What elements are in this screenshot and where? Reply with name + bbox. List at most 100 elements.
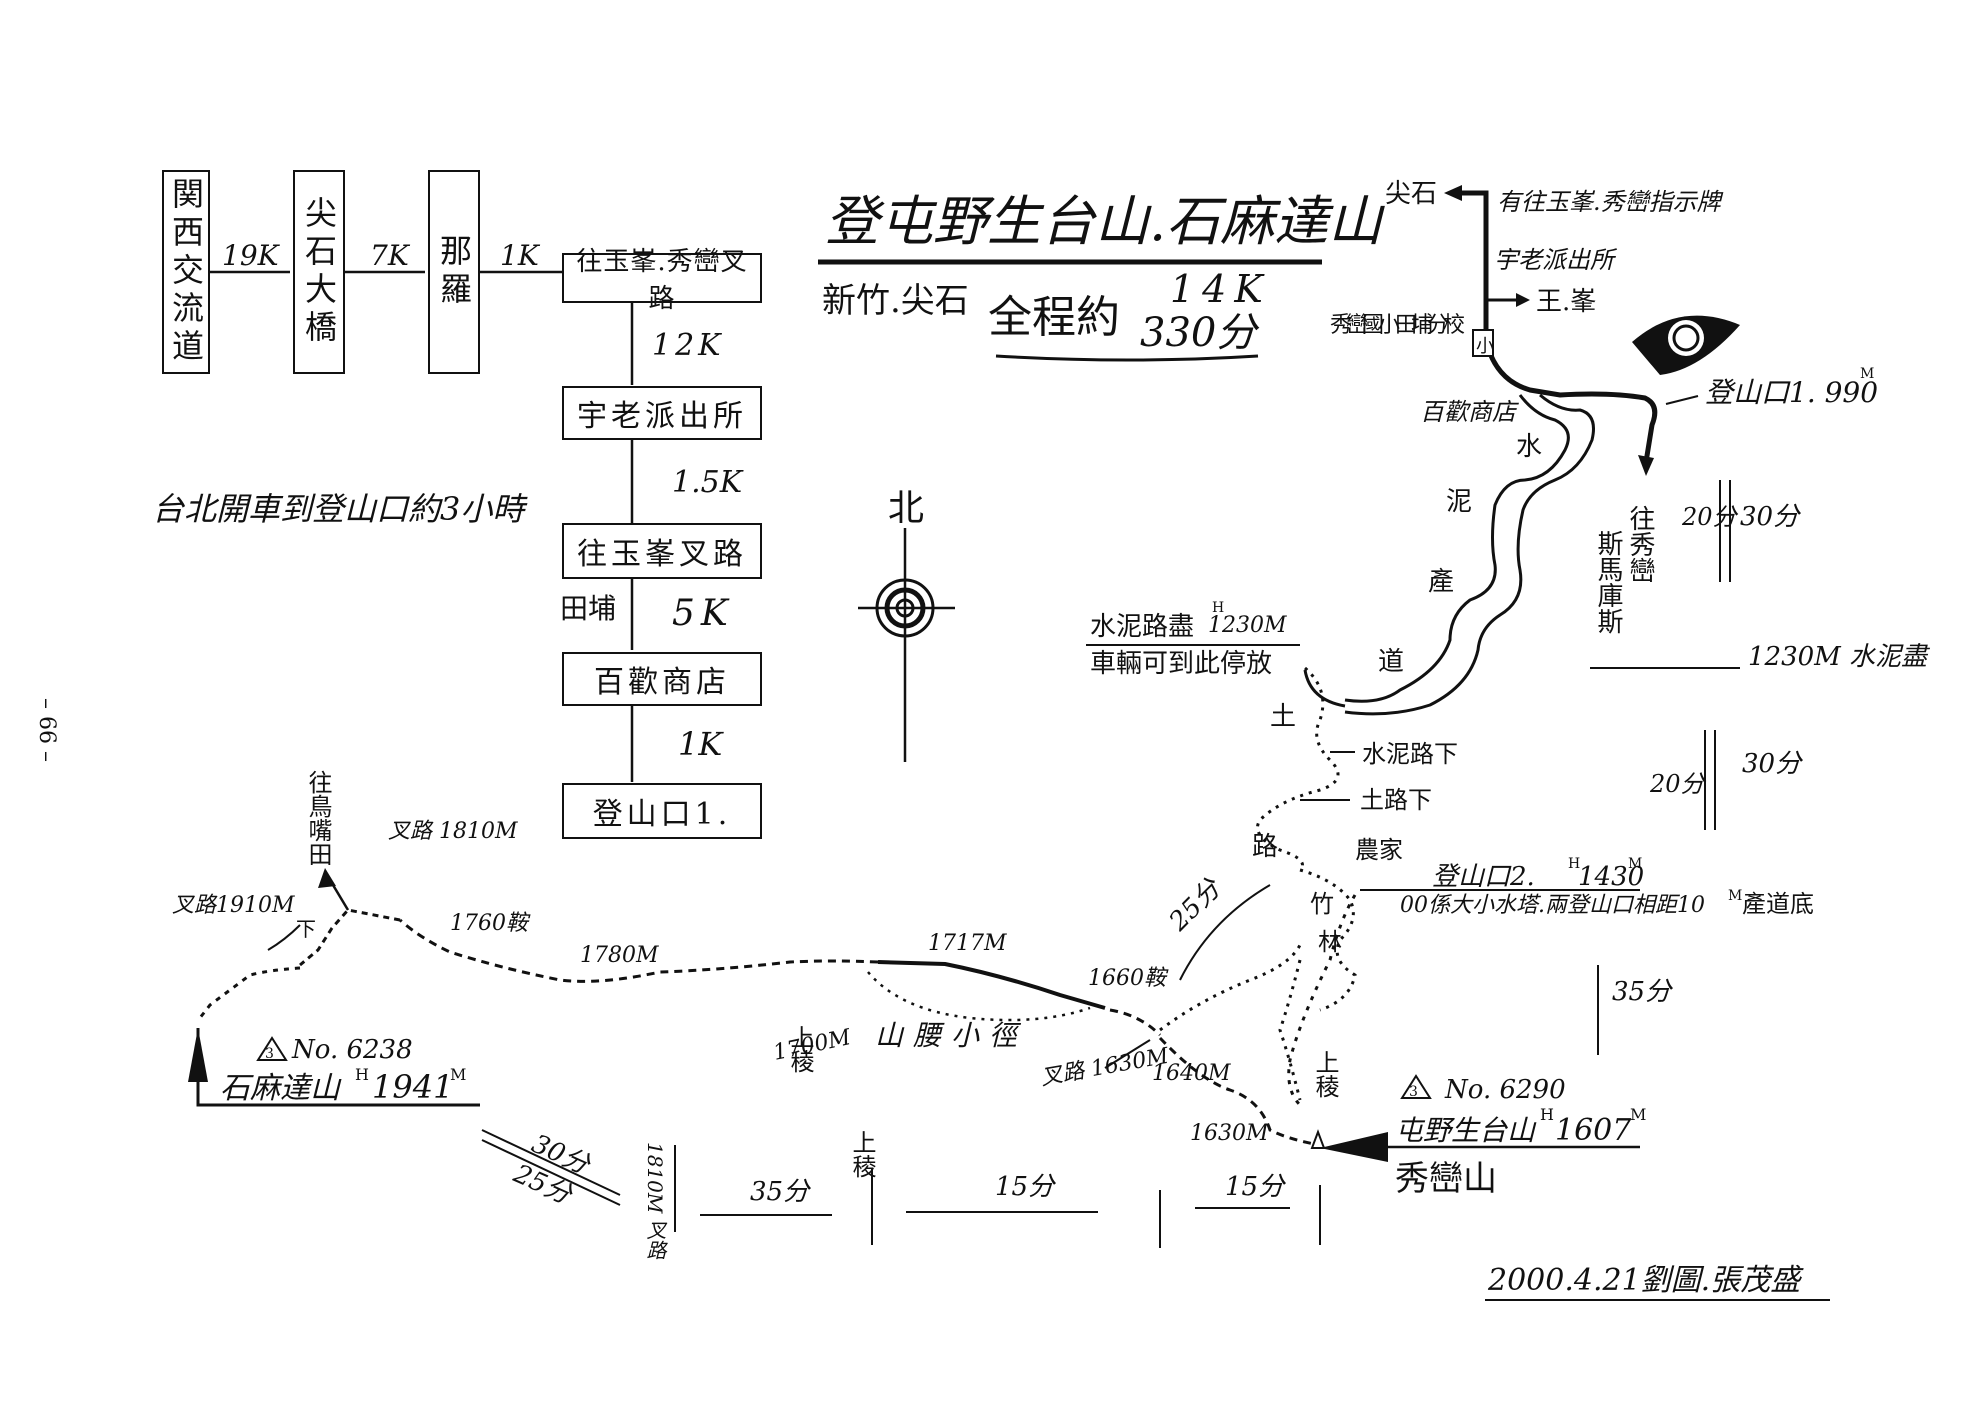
inset-cement-char: 產: [1428, 567, 1454, 597]
to-niaozuitian-label: 往鳥嘴田: [304, 770, 332, 866]
alt-1630-label: 1630M: [1190, 1121, 1269, 1146]
inset-to-yufeng: 王.峯: [1536, 287, 1596, 317]
trail-time-25: 25分: [1163, 873, 1228, 938]
distance-side-label: 田埔: [560, 592, 616, 625]
route-box-label: 那羅: [435, 234, 473, 310]
distance-label: 1.5K: [672, 465, 744, 500]
distance-label: 12K: [652, 328, 725, 363]
summit-b-triangle: [1310, 1129, 1326, 1149]
inset-time-down-1: 30分: [1740, 502, 1801, 532]
route-box-label: 百歡商店: [594, 665, 730, 700]
total-time: 330分: [1140, 310, 1259, 356]
transit-note: 台北開車到登山口約3小時: [152, 490, 528, 528]
peak-1717-label: 1717M: [928, 931, 1007, 956]
signature: 2000.4.21劉圖.張茂盛: [1487, 1263, 1804, 1298]
north-label: 北: [888, 488, 924, 529]
summit-b-alias: 秀巒山: [1395, 1159, 1497, 1199]
origin-label: 新竹.尖石: [822, 281, 969, 321]
route-box-label: 宇老派出所: [577, 399, 747, 434]
trailhead2-alt: 1430: [1578, 862, 1644, 892]
summit-a-number: No. 6238: [291, 1035, 413, 1065]
timeline: [481, 1129, 1321, 1248]
inset-sign: 有往玉峯.秀巒指示牌: [1497, 188, 1724, 216]
alt-1780-label: 1780M: [580, 943, 659, 968]
compass-rose: [858, 528, 955, 762]
total-distance: 14K: [1170, 267, 1271, 311]
inset-to-jianshi: 尖石: [1385, 179, 1437, 209]
timeline-ridge-up: 上稜: [848, 1130, 876, 1178]
route-box-label: 往玉峯叉路: [577, 537, 747, 572]
trail-time-down-2: 30分: [1742, 749, 1803, 779]
road-char: 路: [1252, 832, 1278, 862]
timeline-35: 35分: [750, 1177, 811, 1207]
map-title: 登屯野生台山.石麻達山: [825, 190, 1385, 253]
fork-1910-label: 叉路1910M: [172, 893, 295, 918]
route-box-yufeng-junction: 往玉峯叉路: [562, 523, 762, 579]
summit-b-flag: [1320, 1132, 1388, 1162]
trailhead2-alt-sup: H: [1568, 856, 1580, 872]
summit-a-alt-sup: H: [355, 1065, 369, 1084]
alt-1640-label: 1640M: [1152, 1061, 1231, 1086]
route-box-label: 関西交流道: [167, 177, 205, 367]
route-box-label: 往玉峯.秀巒叉路: [576, 247, 748, 314]
inset-school-mark: 小: [1476, 336, 1494, 357]
route-box-naluo: 那羅: [428, 170, 480, 374]
route-box-baihuan-shop: 百歡商店: [562, 652, 762, 706]
dirt-char: 土: [1270, 702, 1296, 732]
distance-label: 1K: [678, 725, 724, 763]
summit-b-alt-sup: H: [1540, 1105, 1554, 1124]
water-tower-unit: M: [1728, 888, 1742, 904]
route-box-label: 尖石大橋: [300, 196, 338, 348]
summit-a-name: 石麻達山: [220, 1071, 342, 1106]
route-box-label: 登山口1.: [592, 797, 732, 832]
inset-police: 宇老派出所: [1494, 246, 1618, 274]
timeline-15b: 15分: [1225, 1172, 1286, 1202]
saddle-1660-label: 1660鞍: [1088, 966, 1169, 991]
trailhead2-alt-unit: M: [1628, 856, 1642, 872]
route-box-yulao-police: 宇老派出所: [562, 386, 762, 440]
distance-label: 5K: [672, 593, 734, 634]
trail-time-35: 35分: [1612, 977, 1673, 1007]
inset-shop: 百歡商店: [1420, 398, 1519, 426]
inset-smangus: 斯馬庫斯: [1593, 530, 1623, 634]
route-box-yufeng-fork: 往玉峯.秀巒叉路: [562, 247, 762, 314]
trail-paths: [196, 666, 1357, 1147]
summit-b-name: 屯野生台山: [1395, 1114, 1537, 1147]
summit-a-flag: [188, 1028, 208, 1082]
inset-cement-end: 1230M 水泥盡: [1748, 642, 1931, 672]
down-char: 下: [296, 917, 316, 941]
inset-cement-char: 水: [1516, 432, 1542, 462]
timeline-fork-1810: 1810M 叉路: [643, 1142, 667, 1260]
route-box-jianshi-bridge: 尖石大橋: [293, 170, 345, 374]
inset-school: 秀巒國小 田埔分校: [1330, 313, 1465, 338]
waist-path-label: 山腰小徑: [875, 1019, 1027, 1052]
distance-label: 19K: [222, 239, 281, 272]
trailhead2-label: 登山口2.: [1432, 862, 1535, 892]
inset-time-up-1: 20分: [1681, 503, 1739, 531]
timeline-15a: 15分: [995, 1172, 1056, 1202]
ridge-up-label: 上稜: [786, 1025, 814, 1073]
saddle-1760-label: 1760鞍: [450, 911, 531, 936]
cement-down-label: 水泥路下: [1362, 740, 1458, 768]
inset-map: [1344, 185, 1740, 716]
vehicle-note: 車輛可到此停放: [1090, 649, 1272, 679]
bamboo-char: 竹: [1310, 890, 1334, 918]
inset-cement-char: 道: [1378, 647, 1404, 677]
ridge-up-label: 上稜: [1311, 1050, 1339, 1098]
page-number: – 66 –: [34, 698, 59, 762]
dirt-down-label: 土路下: [1360, 786, 1432, 814]
inset-to-xiuluan: 往秀巒: [1625, 505, 1655, 583]
cement-end-alt-sup: H: [1212, 600, 1224, 616]
distance-label: 1K: [500, 239, 541, 272]
inset-cement-char: 泥: [1446, 487, 1472, 517]
route-box-trailhead1: 登山口1.: [562, 783, 762, 839]
summit-b-marker: 3: [1409, 1084, 1418, 1100]
total-underline: [995, 354, 1259, 362]
bamboo-char: 林: [1318, 928, 1342, 956]
cement-end-label: 水泥路盡: [1090, 612, 1194, 642]
fork-1810-label: 叉路 1810M: [388, 819, 518, 844]
summit-b-alt-unit: M: [1630, 1105, 1646, 1124]
inset-trailhead1: 登山口1. 990: [1705, 376, 1878, 409]
cement-end-alt: 1230M: [1208, 613, 1287, 638]
road-end-label: 產道底: [1742, 890, 1814, 918]
